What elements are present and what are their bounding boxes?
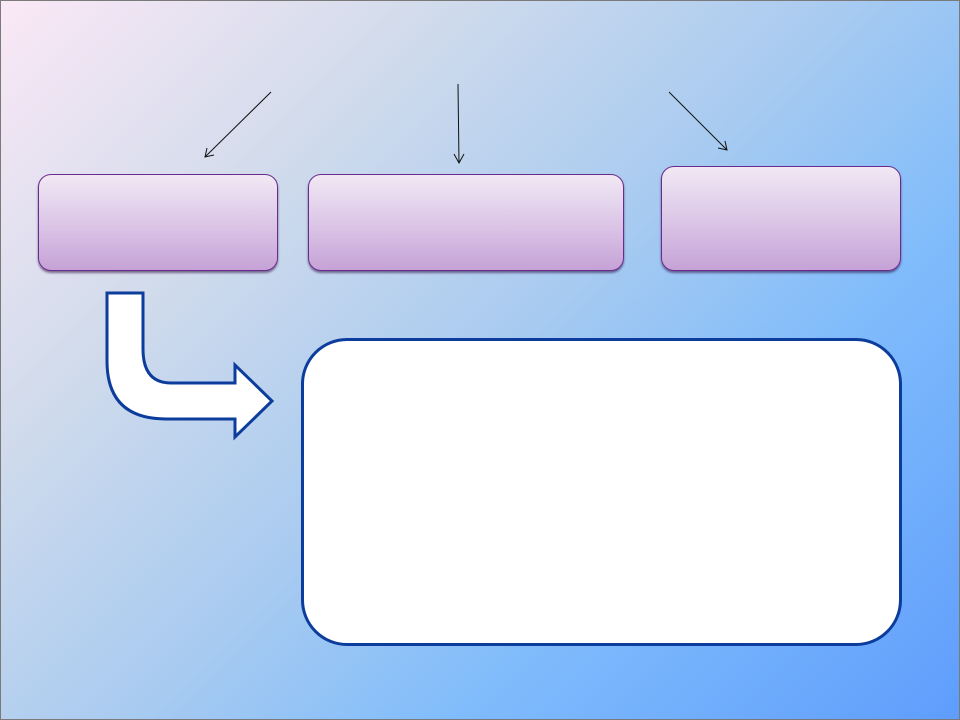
arrow-down-right-icon xyxy=(668,91,728,151)
bent-arrow-right-icon xyxy=(105,291,275,441)
stage-box-3 xyxy=(661,166,901,271)
arrow-down-icon xyxy=(453,83,465,165)
content-panel xyxy=(301,338,902,646)
stage-box-1 xyxy=(38,174,278,271)
arrow-down-left-icon xyxy=(204,91,272,158)
stage-box-2 xyxy=(308,174,624,271)
